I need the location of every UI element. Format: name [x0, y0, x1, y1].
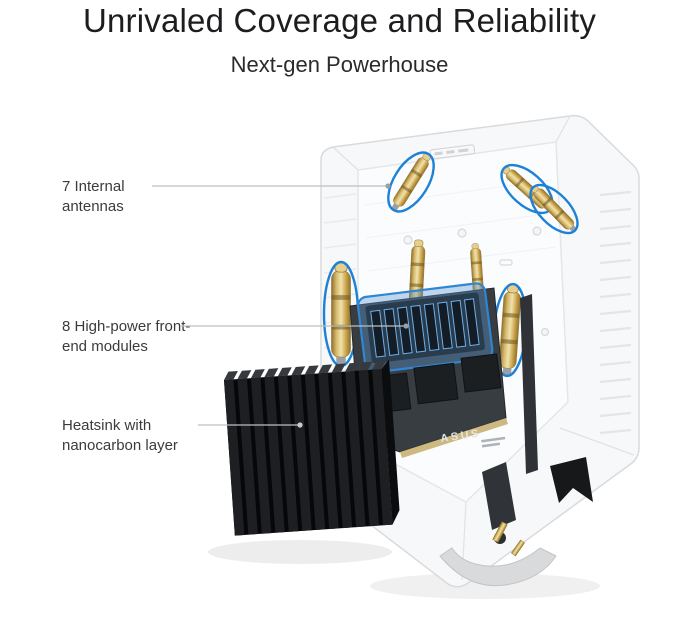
- callout-label-antennas: 7 Internal antennas: [62, 178, 125, 215]
- base-stand: [439, 462, 557, 587]
- callout-dot: [385, 183, 391, 189]
- callout-dot: [403, 323, 409, 329]
- asus-logo: ASUS: [440, 427, 482, 445]
- antenna-highlight-ring: [529, 183, 579, 235]
- heatsink-fins: [224, 368, 393, 536]
- chassis-depth-edges: [332, 115, 635, 581]
- brand-arrow-logo: [550, 457, 593, 503]
- side-board: [520, 294, 538, 474]
- callout-label-front-end-modules: 8 High-power front-end modules: [62, 318, 191, 355]
- page-title: Unrivaled Coverage and Reliability: [82, 2, 597, 39]
- heatsink-fin-caps: [224, 360, 387, 380]
- vent-slats: [599, 190, 632, 435]
- pcb-gold-edge: [400, 418, 508, 458]
- callout-dot: [297, 422, 303, 428]
- front-end-modules-highlight: [356, 282, 494, 374]
- antenna: [330, 262, 352, 366]
- callout-lines: [152, 185, 406, 426]
- pcb-board: ASUS: [349, 282, 508, 458]
- floor-shadows: [208, 540, 600, 599]
- callout-dots: [297, 183, 409, 428]
- module-slats: [370, 298, 480, 358]
- callout-label-heatsink: Heatsink with nanocarbon layer: [62, 417, 178, 454]
- heatsink-side-face: [381, 359, 400, 525]
- heatsink: [224, 359, 400, 536]
- page-subtitle: Next-gen Powerhouse: [230, 52, 449, 77]
- regulatory-marks: [481, 436, 506, 448]
